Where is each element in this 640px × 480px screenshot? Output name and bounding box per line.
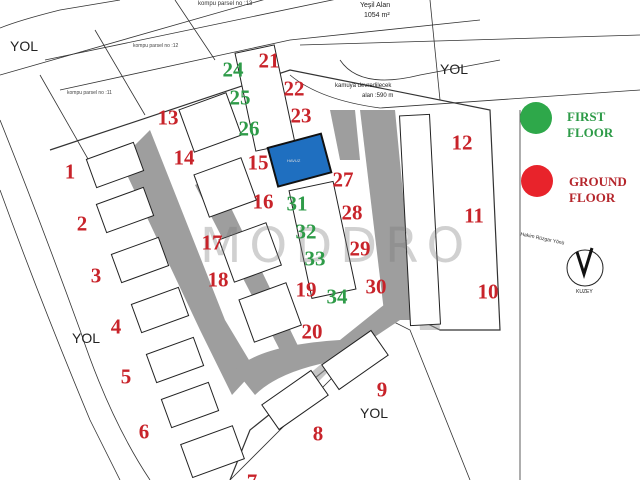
ground_floor-unit-number: 3 bbox=[90, 263, 102, 288]
building bbox=[288, 180, 357, 299]
parcel-line bbox=[299, 34, 640, 46]
parcel-label-11: kompu parsel no :11 bbox=[67, 90, 112, 96]
ground_floor-unit-number: 28 bbox=[341, 200, 363, 225]
building bbox=[398, 113, 442, 327]
ground_floor-unit-number: 22 bbox=[283, 76, 305, 101]
ground_floor-unit-number: 17 bbox=[201, 230, 223, 255]
ground_floor-unit-number: 8 bbox=[312, 421, 324, 446]
ground_floor-unit-number: 29 bbox=[349, 236, 371, 261]
parcel-line bbox=[339, 59, 501, 81]
building bbox=[95, 186, 155, 234]
pool-label: HAVUZ bbox=[287, 158, 301, 163]
building bbox=[160, 381, 220, 429]
green-area-size: 1054 m² bbox=[364, 12, 390, 19]
ground_floor-unit-number: 5 bbox=[120, 364, 132, 389]
ground-floor-legend-icon bbox=[521, 165, 553, 197]
public-area-label: kamuya devredilecek bbox=[335, 83, 392, 89]
road-label: YOL bbox=[360, 405, 389, 421]
parcel-line bbox=[429, 0, 441, 101]
parcel-line bbox=[0, 0, 121, 29]
ground_floor-unit-number: 23 bbox=[290, 103, 312, 128]
building bbox=[110, 236, 170, 284]
ground_floor-unit-number: 2 bbox=[76, 211, 88, 236]
building bbox=[145, 336, 205, 384]
north-arrow-icon bbox=[575, 247, 594, 280]
green-area-label: Yeşil Alan bbox=[360, 2, 391, 9]
parcel-line bbox=[0, 119, 151, 480]
first_floor-unit-number: 26 bbox=[238, 116, 260, 141]
parcel-line bbox=[94, 29, 146, 116]
road-label: YOL bbox=[72, 330, 101, 346]
first_floor-unit-number: 34 bbox=[326, 284, 348, 309]
ground_floor-unit-number: 15 bbox=[247, 150, 269, 175]
building bbox=[178, 92, 242, 153]
ground_floor-unit-number: 19 bbox=[295, 277, 317, 302]
road bbox=[330, 110, 360, 160]
ground_floor-unit-number: 1 bbox=[64, 159, 76, 184]
building bbox=[85, 141, 145, 189]
ground_floor-unit-number: 13 bbox=[157, 105, 179, 130]
north-label: KUZEY bbox=[576, 289, 593, 295]
ground_floor-unit-number: 14 bbox=[173, 145, 195, 170]
building bbox=[193, 157, 257, 218]
parcel-line bbox=[44, 0, 335, 61]
building bbox=[321, 329, 389, 391]
ground_floor-unit-number: 27 bbox=[332, 167, 354, 192]
first_floor-unit-number: 24 bbox=[222, 57, 244, 82]
ground_floor-unit-number: 7 bbox=[247, 471, 258, 480]
ground_floor-unit-number: 21 bbox=[258, 48, 280, 73]
road bbox=[235, 300, 400, 395]
ground_floor-unit-number: 20 bbox=[301, 319, 323, 344]
parcel-label-13: kompu parsel no :13 bbox=[198, 1, 253, 7]
ground_floor-unit-number: 6 bbox=[138, 419, 150, 444]
parcel-label-12: kompu parsel no :12 bbox=[133, 43, 179, 49]
road-label: YOL bbox=[440, 61, 469, 77]
building bbox=[238, 282, 302, 343]
parcel-line bbox=[59, 19, 481, 91]
road-label: YOL bbox=[10, 38, 39, 54]
pool bbox=[266, 132, 333, 188]
ground_floor-unit-number: 16 bbox=[252, 189, 274, 214]
ground_floor-unit-number: 12 bbox=[451, 130, 473, 155]
public-area-size: alan :590 m bbox=[362, 93, 394, 99]
building bbox=[261, 369, 329, 431]
ground_floor-unit-number: 18 bbox=[207, 267, 229, 292]
watermark: MODDRO bbox=[200, 218, 473, 274]
ground_floor-unit-number: 10 bbox=[477, 279, 499, 304]
first_floor-unit-number: 32 bbox=[295, 219, 317, 244]
first_floor-unit-number: 31 bbox=[286, 191, 308, 216]
first_floor-unit-number: 33 bbox=[304, 246, 326, 271]
road bbox=[120, 130, 255, 395]
ground_floor-unit-number: 9 bbox=[376, 377, 388, 402]
building bbox=[130, 286, 190, 334]
building bbox=[218, 222, 282, 283]
first_floor-unit-number: 25 bbox=[229, 85, 251, 110]
parcel-line bbox=[0, 0, 264, 76]
ground_floor-unit-number: 30 bbox=[365, 274, 387, 299]
parcel-line bbox=[174, 0, 216, 61]
building bbox=[180, 425, 245, 479]
road bbox=[360, 110, 415, 320]
ground_floor-unit-number: 11 bbox=[464, 203, 484, 228]
buildings bbox=[85, 44, 442, 479]
first-floor-legend-icon bbox=[520, 102, 552, 134]
parcel-line bbox=[289, 74, 640, 109]
parcel-line bbox=[0, 189, 121, 480]
ground_floor-unit-number: 4 bbox=[110, 314, 122, 339]
